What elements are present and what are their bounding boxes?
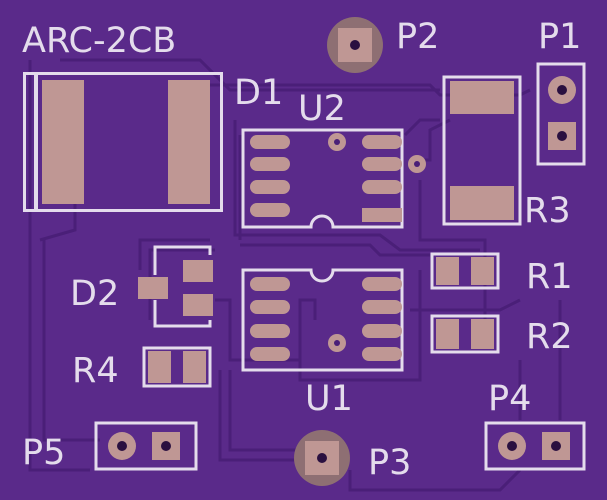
d2-pad: [138, 277, 168, 299]
u1-via-hole: [334, 340, 340, 346]
u2-outline: [241, 128, 404, 229]
d2-designator: D2: [70, 274, 119, 314]
u1-pad: [250, 277, 290, 291]
resistor-r1: R1: [430, 252, 573, 297]
u1-designator: U1: [305, 379, 353, 419]
p2-pin-hole: [350, 40, 360, 50]
resistor-r4: R4: [72, 346, 212, 391]
u2-pad: [250, 157, 290, 171]
diode-d1: D1: [23, 72, 283, 212]
r1-outline: [430, 252, 500, 290]
r3-outline: [442, 75, 522, 226]
p5-designator: P5: [22, 433, 65, 473]
p4-designator: P4: [488, 379, 531, 419]
p1-pin-hole: [557, 131, 567, 141]
r4-outline: [142, 346, 212, 388]
board-name-label: ARC-2CB: [22, 21, 176, 61]
u2-designator: U2: [298, 89, 346, 129]
r1-pad: [436, 257, 459, 285]
connector-p1: P1: [536, 17, 586, 166]
r3-pad: [450, 186, 514, 220]
connector-p3: P3: [294, 430, 411, 486]
p1-pin-hole: [557, 85, 567, 95]
r2-pad: [436, 319, 459, 349]
d1-designator: D1: [234, 73, 283, 113]
u2-pad: [362, 157, 402, 171]
p5-outline: [94, 421, 198, 471]
ic-u1: U1: [241, 268, 404, 419]
d2-outline: [153, 245, 212, 275]
u2-pad: [250, 135, 290, 149]
u1-pad: [362, 347, 402, 361]
d1-pad-cathode: [42, 80, 84, 204]
r4-designator: R4: [72, 351, 119, 391]
connector-p5: P5: [22, 421, 198, 473]
connector-p4: P4: [484, 379, 586, 471]
d2-pad: [183, 294, 213, 316]
u2-pad: [250, 203, 290, 217]
p1-outline: [536, 62, 586, 166]
r2-outline: [430, 314, 500, 354]
d2-pad: [183, 260, 213, 282]
u1-pad: [362, 324, 402, 338]
d1-outline: [23, 72, 26, 212]
p1-designator: P1: [538, 17, 581, 57]
p3-pin-hole: [317, 453, 327, 463]
u2-via-hole: [334, 139, 340, 145]
d1-outline: [34, 72, 38, 212]
u1-pad: [362, 277, 402, 291]
d1-outline: [23, 72, 223, 75]
r3-designator: R3: [524, 191, 571, 231]
r1-designator: R1: [526, 257, 573, 297]
p2-designator: P2: [396, 17, 439, 57]
u2-pad-pin1: [362, 208, 402, 222]
u2-pad: [362, 135, 402, 149]
r2-pad: [471, 319, 494, 349]
r3-pad: [450, 81, 514, 114]
u1-outline: [241, 268, 404, 372]
u1-pad: [362, 300, 402, 314]
ic-u2: U2: [241, 89, 426, 229]
resistor-r3: R3: [442, 75, 571, 231]
d1-pad-anode: [168, 80, 210, 204]
p3-designator: P3: [368, 443, 411, 483]
u1-pad: [250, 300, 290, 314]
p4-pin-hole: [507, 441, 517, 451]
u1-pad: [250, 324, 290, 338]
p5-pin-hole: [161, 441, 171, 451]
diode-d2: D2: [70, 245, 213, 328]
d1-outline: [23, 209, 223, 212]
u2-pad: [250, 180, 290, 194]
u2-pad: [362, 180, 402, 194]
p4-pin-hole: [551, 441, 561, 451]
r2-designator: R2: [526, 317, 573, 357]
d2-outline: [153, 300, 212, 328]
connector-p2: P2: [327, 17, 439, 73]
resistor-r2: R2: [430, 314, 573, 357]
r4-pad: [148, 351, 171, 383]
u1-pad: [250, 347, 290, 361]
p4-outline: [484, 421, 586, 471]
p5-pin-hole: [117, 441, 127, 451]
r1-pad: [471, 257, 494, 285]
r4-pad: [183, 351, 206, 383]
u2-via-hole: [414, 161, 420, 167]
d1-outline: [220, 72, 223, 212]
